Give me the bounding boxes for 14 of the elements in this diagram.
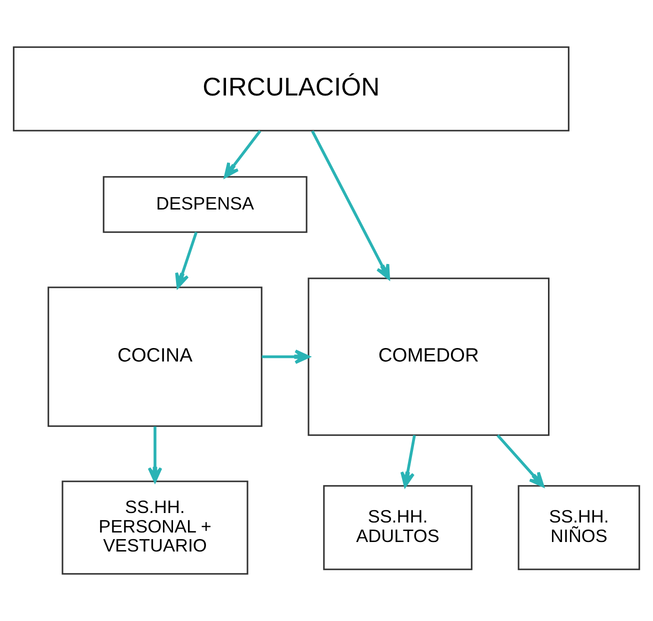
arrow — [175, 232, 198, 288]
node-box: SS.HH. NIÑOS — [518, 485, 640, 570]
arrow — [400, 435, 416, 488]
node-box: DESPENSA — [102, 176, 308, 233]
arrow — [311, 130, 390, 280]
arrow — [148, 426, 162, 482]
arrow — [224, 130, 262, 178]
arrow — [262, 350, 310, 364]
node-box: SS.HH. PERSONAL + VESTUARIO — [62, 480, 248, 575]
node-box: SS.HH. ADULTOS — [323, 485, 472, 570]
node-box: CIRCULACIÓN — [12, 46, 570, 132]
node-box: COCINA — [48, 286, 262, 427]
node-box: COMEDOR — [308, 278, 550, 436]
arrow — [496, 434, 544, 488]
